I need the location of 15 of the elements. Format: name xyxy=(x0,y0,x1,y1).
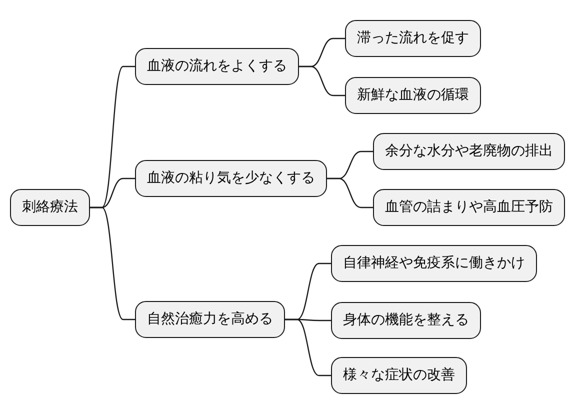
topic-box: 血液の粘り気を少なくする xyxy=(135,160,327,197)
topic-box: 滞った流れを促す xyxy=(345,20,481,57)
connector-line xyxy=(285,318,331,376)
connector-line xyxy=(327,178,373,208)
connector-line xyxy=(299,66,345,96)
topic-box: 自然治癒力を高める xyxy=(135,301,285,338)
topic-box: 身体の機能を整える xyxy=(331,302,481,339)
topic-box: 血液の流れをよくする xyxy=(135,48,299,85)
topic-box: 様々な症状の改善 xyxy=(331,357,467,394)
topic-box: 自律神経や免疫系に働きかけ xyxy=(331,245,537,282)
connector-line xyxy=(90,206,135,320)
topic-box: 新鮮な血液の循環 xyxy=(345,77,481,114)
topic-box: 余分な水分や老廃物の排出 xyxy=(373,133,565,170)
topic-box: 血管の詰まりや高血圧予防 xyxy=(373,189,565,226)
root-topic-box: 刺絡療法 xyxy=(10,189,90,226)
